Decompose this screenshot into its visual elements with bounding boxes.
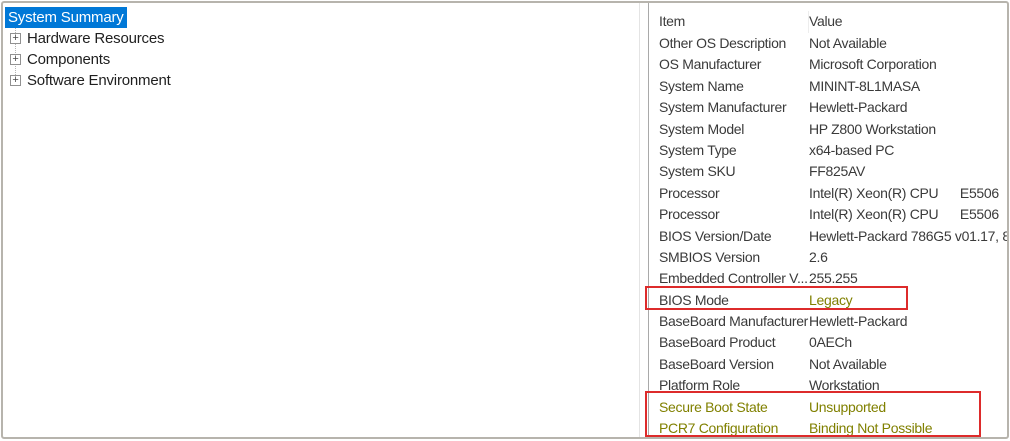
expand-icon[interactable]: +	[10, 75, 21, 86]
value-cell: Not Available	[809, 35, 887, 51]
tree-item-label: Software Environment	[27, 72, 171, 89]
item-cell: BaseBoard Product	[659, 334, 776, 351]
table-row[interactable]: System Manufacturer Hewlett-Packard	[659, 97, 1007, 118]
item-cell: Other OS Description	[659, 35, 787, 51]
category-tree: System Summary + Hardware Resources + Compon…	[3, 3, 639, 437]
value-cell: Workstation	[809, 377, 880, 394]
item-cell: Embedded Controller V...	[659, 270, 808, 287]
tree-item-system-summary[interactable]: System Summary	[5, 7, 639, 28]
table-row[interactable]: System Name MININT-8L1MASA	[659, 76, 1007, 97]
table-row[interactable]: System Model HP Z800 Workstation	[659, 119, 1007, 140]
value-cell: HP Z800 Workstation	[809, 120, 936, 137]
value-cell: Microsoft Corporation	[809, 56, 937, 73]
table-row[interactable]: Processor Intel(R) Xeon(R) CPU E5506	[659, 183, 1007, 204]
value-cell: Hewlett-Packard 786G5 v01.17, 8/	[809, 227, 1007, 244]
table-row[interactable]: BIOS Mode Legacy	[659, 290, 1007, 311]
value-cell: Binding Not Possible	[809, 420, 933, 437]
item-cell: Processor	[659, 206, 720, 223]
item-cell: BIOS Mode	[659, 291, 729, 308]
tree-item-label: Hardware Resources	[27, 30, 165, 47]
tree-item-label: Components	[27, 51, 111, 68]
item-cell: PCR7 Configuration	[659, 420, 779, 437]
tree-item-components[interactable]: + Components	[5, 49, 639, 70]
table-row[interactable]: System Type x64-based PC	[659, 140, 1007, 161]
value-cell: Intel(R) Xeon(R) CPU E5506	[809, 184, 999, 201]
item-cell: System SKU	[659, 163, 736, 180]
tree-item-software-environment[interactable]: + Software Environment	[5, 70, 639, 91]
tree-item-hardware-resources[interactable]: + Hardware Resources	[5, 28, 639, 49]
table-row[interactable]: Other OS Description Not Available	[659, 33, 1007, 54]
table-row[interactable]: PCR7 Configuration Binding Not Possible	[659, 418, 1007, 437]
column-header-item[interactable]: Item	[659, 13, 686, 29]
value-cell: FF825AV	[809, 163, 865, 180]
item-cell: BaseBoard Manufacturer	[659, 313, 809, 330]
item-cell: SMBIOS Version	[659, 248, 760, 265]
item-cell: BIOS Version/Date	[659, 227, 772, 244]
value-cell: Unsupported	[809, 398, 886, 415]
table-row[interactable]: Processor Intel(R) Xeon(R) CPU E5506	[659, 204, 1007, 225]
item-cell: Processor	[659, 184, 720, 201]
expand-icon[interactable]: +	[10, 54, 21, 65]
value-cell: x64-based PC	[809, 141, 895, 158]
table-row[interactable]: SMBIOS Version 2.6	[659, 247, 1007, 268]
value-cell: Hewlett-Packard	[809, 99, 908, 116]
table-row[interactable]: Embedded Controller V...255.255	[659, 268, 1007, 289]
table-header: Item Value	[659, 11, 1007, 33]
value-cell: 0AECh	[809, 334, 852, 351]
item-cell: System Manufacturer	[659, 99, 787, 116]
item-cell: System Type	[659, 141, 737, 158]
value-cell: 2.6	[809, 248, 828, 265]
item-cell: OS Manufacturer	[659, 56, 762, 73]
expand-icon[interactable]: +	[10, 33, 21, 44]
table-row[interactable]: BaseBoard Product 0AECh	[659, 332, 1007, 353]
column-header-value[interactable]: Value	[808, 11, 1007, 33]
table-row[interactable]: BaseBoard Version Not Available	[659, 354, 1007, 375]
value-cell: 255.255	[809, 270, 858, 287]
table-row[interactable]: Platform Role Workstation	[659, 375, 1007, 396]
table-row[interactable]: System SKU FF825AV	[659, 161, 1007, 182]
item-cell: System Name	[659, 77, 744, 94]
item-cell: System Model	[659, 120, 745, 137]
value-cell: Intel(R) Xeon(R) CPU E5506	[809, 206, 999, 223]
table-row[interactable]: Secure Boot State Unsupported	[659, 397, 1007, 418]
tree-item-label: System Summary	[5, 7, 127, 28]
value-cell: Legacy	[809, 291, 853, 308]
item-cell: BaseBoard Version	[659, 355, 774, 372]
table-row[interactable]: OS Manufacturer Microsoft Corporation	[659, 54, 1007, 75]
value-cell: Not Available	[809, 355, 887, 372]
item-cell: Platform Role	[659, 377, 740, 394]
value-cell: MININT-8L1MASA	[809, 77, 920, 94]
table-row[interactable]: BIOS Version/Date Hewlett-Packard 786G5 v…	[659, 226, 1007, 247]
pane-splitter[interactable]	[639, 3, 649, 437]
item-cell: Secure Boot State	[659, 398, 768, 415]
value-cell: Hewlett-Packard	[809, 313, 908, 330]
